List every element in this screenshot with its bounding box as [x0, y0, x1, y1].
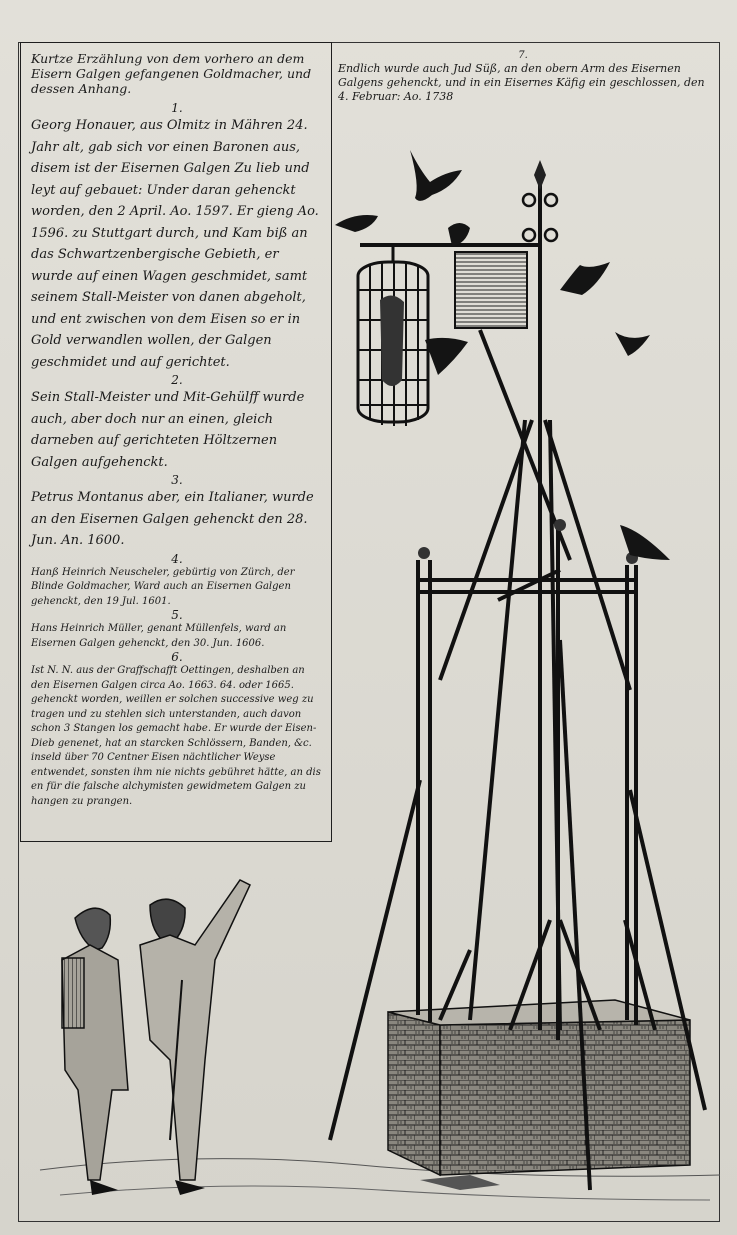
raven-icon [410, 150, 462, 201]
entry-text-3: Petrus Montanus aber, ein Italianer, wur… [31, 490, 314, 548]
entry-number-3: 3. [171, 473, 183, 487]
narrative-text-panel: Kurtze Erzählung von dem vorhero an dem … [20, 42, 332, 842]
hanging-plaque [454, 251, 528, 329]
plate-border [18, 42, 720, 1222]
iron-gallows [328, 170, 707, 1191]
entry-number-5: 5. [171, 608, 183, 622]
narrative-title: Kurtze Erzählung von dem vorhero an dem … [31, 51, 312, 96]
raven-icon [620, 525, 670, 560]
entry-number-6: 6. [171, 650, 183, 664]
entry-text-1: Georg Honauer, aus Olmitz in Mähren 24. … [31, 118, 319, 370]
two-onlookers [61, 879, 251, 1195]
right-caption: 7. Endlich wurde auch Jud Süß, an den ob… [338, 50, 708, 104]
iron-cage [356, 245, 430, 426]
entry-number-2: 2. [171, 373, 183, 387]
entry-number-1: 1. [171, 101, 183, 115]
entry-text-6: Ist N. N. aus der Graffschafft Oettingen… [31, 665, 321, 807]
raven-icon [335, 215, 378, 232]
caption-text: Endlich wurde auch Jud Süß, an den obern… [338, 62, 705, 103]
caption-number: 7. [518, 50, 528, 61]
ground [39, 1158, 721, 1201]
raven-icon [615, 332, 650, 356]
entry-text-4: Hanß Heinrich Neuscheler, gebürtig von Z… [31, 566, 295, 607]
raven-icon [448, 223, 470, 246]
gallows-finial [418, 160, 638, 564]
raven-icon [425, 337, 468, 375]
ravens [335, 150, 670, 560]
entry-number-4: 4. [171, 551, 183, 566]
entry-text-5: Hans Heinrich Müller, genant Müllenfels,… [31, 623, 287, 649]
raven-icon [560, 262, 610, 295]
entry-text-2: Sein Stall-Meister und Mit-Gehülff wurde… [31, 390, 305, 470]
